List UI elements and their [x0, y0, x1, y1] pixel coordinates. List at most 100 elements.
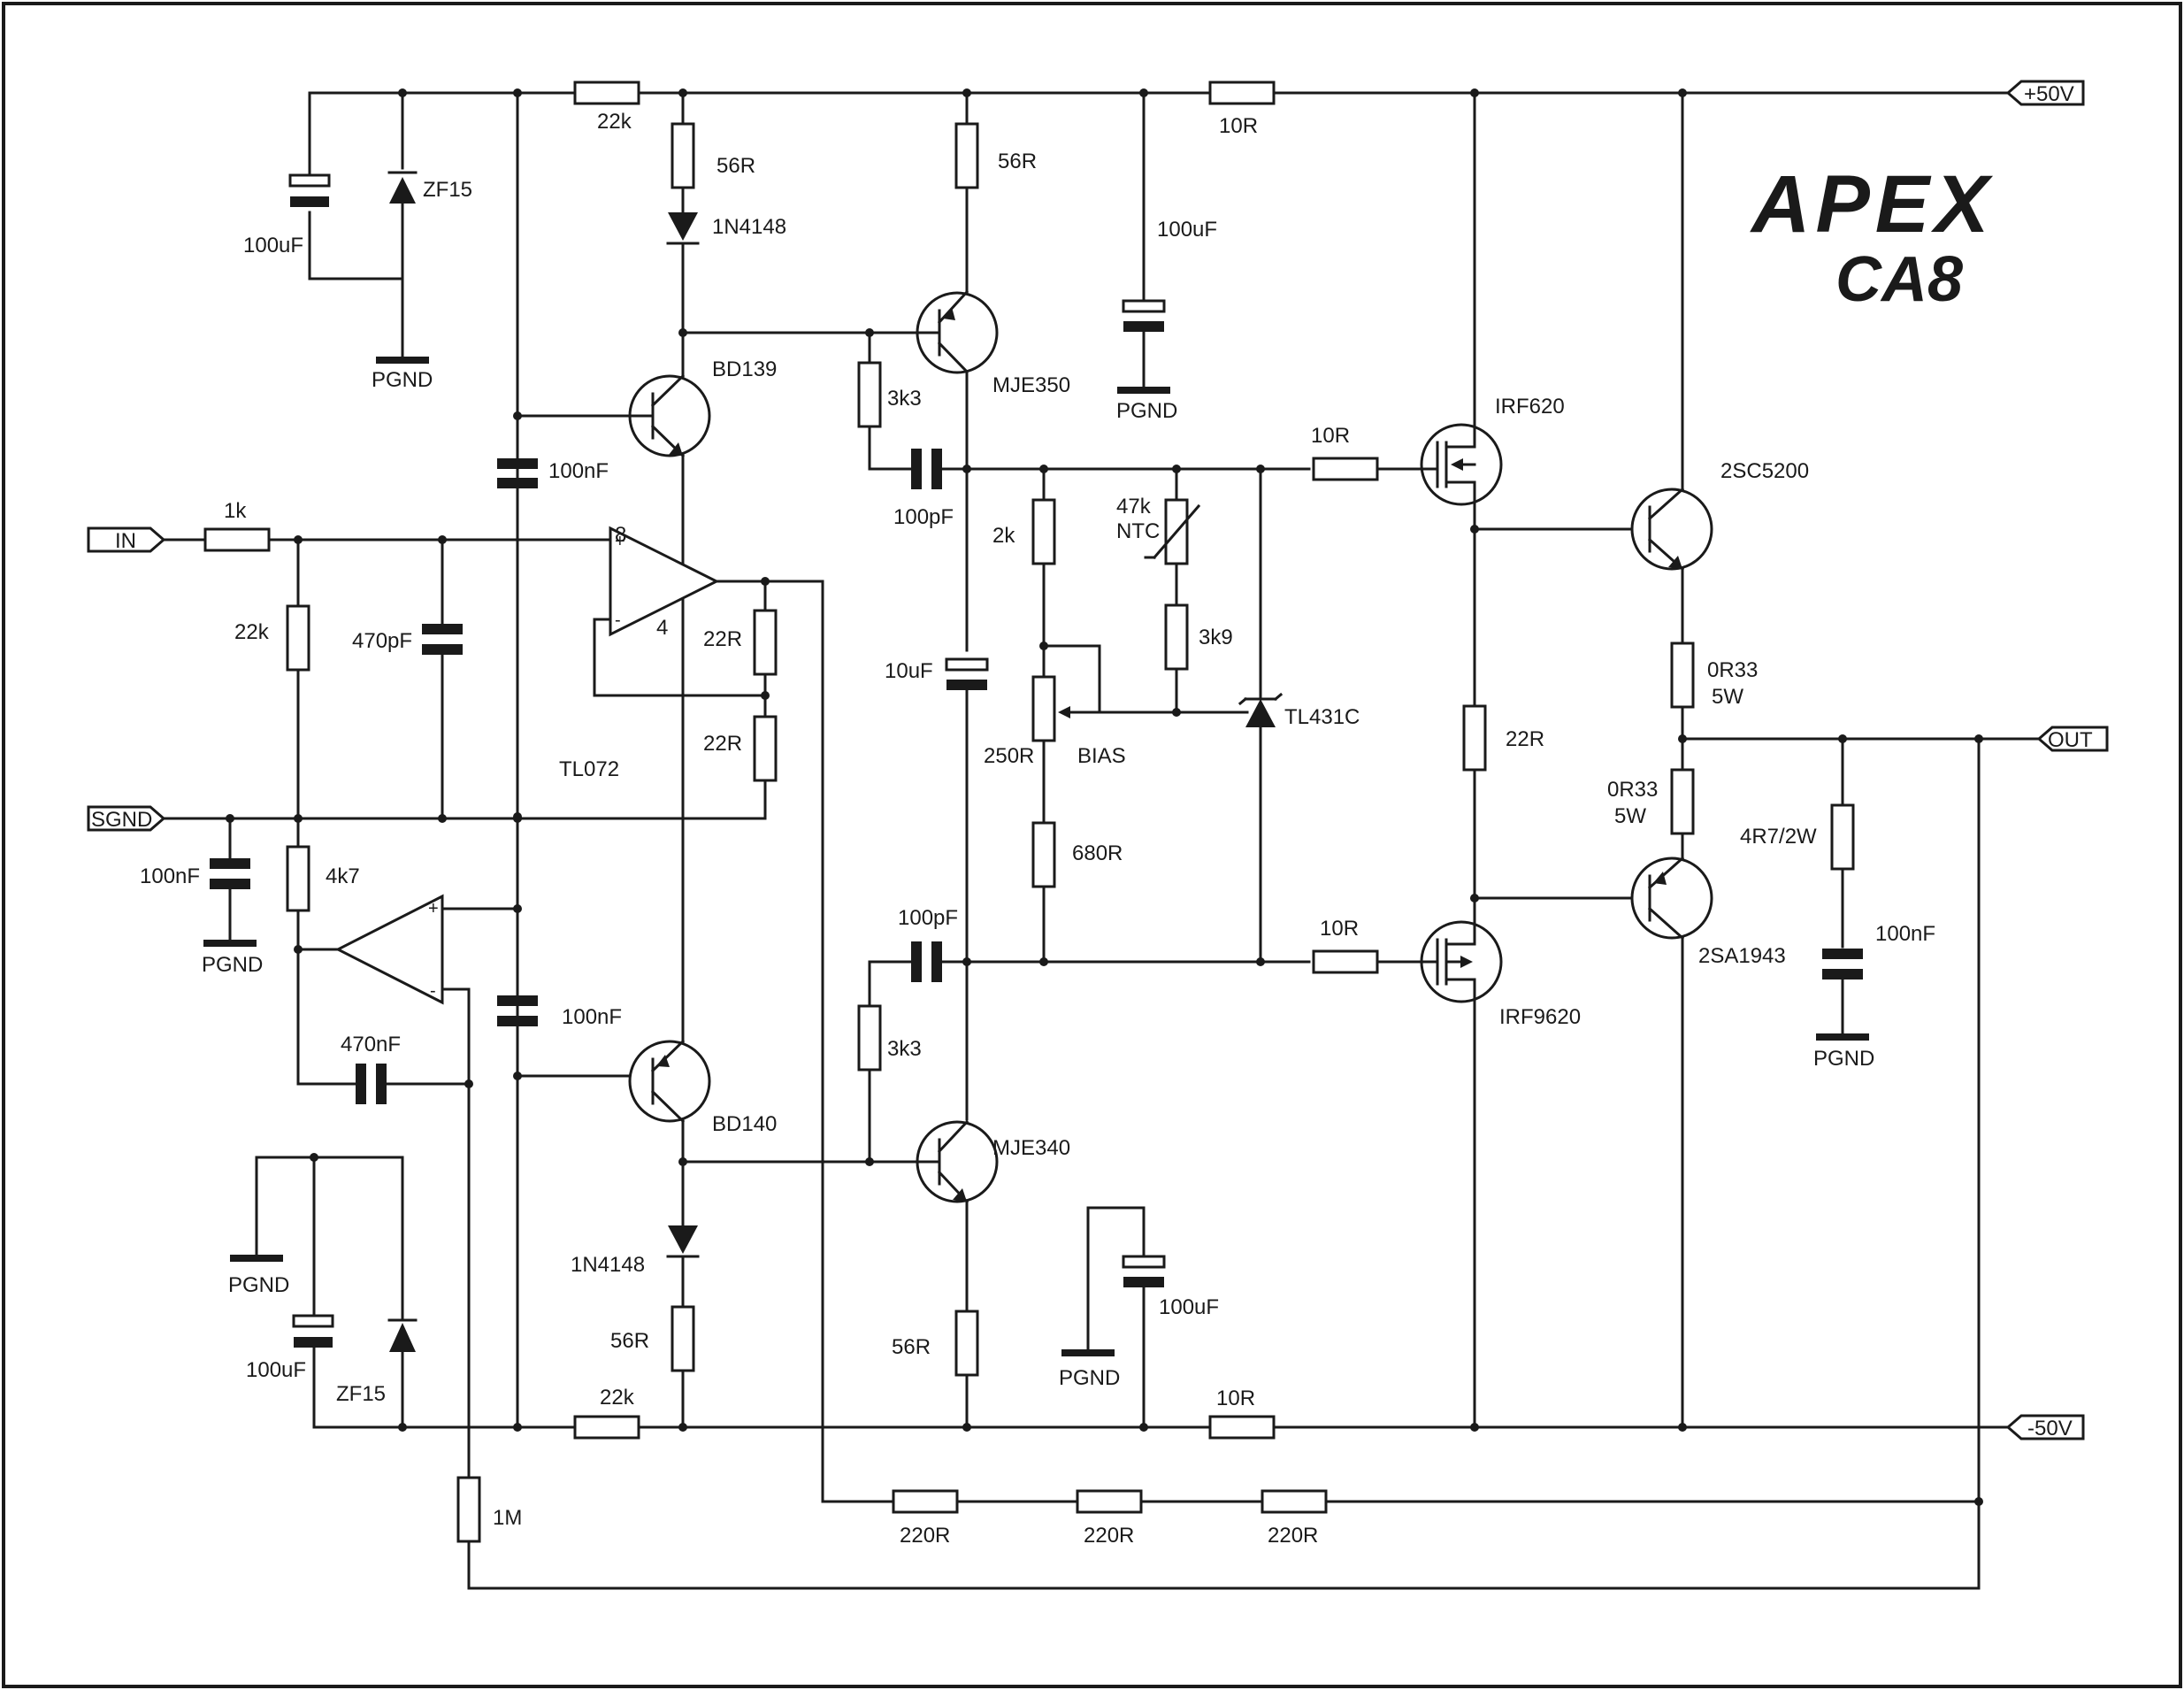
svg-text:SGND: SGND — [91, 808, 152, 832]
res-680r: 680R — [1031, 821, 1123, 888]
cap-100nf-sgnd: 100nF — [140, 858, 250, 889]
zener-zf15-top: ZF15 — [387, 171, 472, 204]
svg-text:PGND: PGND — [1813, 1047, 1874, 1071]
transistor-mje340: MJE340 — [916, 1119, 1070, 1204]
res-220r-3: 220R — [1261, 1489, 1328, 1548]
transistor-bd140: BD140 — [628, 1039, 777, 1136]
brand-model: CA8 — [1835, 244, 1963, 315]
svg-text:22k: 22k — [234, 620, 270, 644]
res-10r-top: 10R — [1208, 81, 1276, 138]
svg-text:4: 4 — [656, 616, 668, 640]
cap-10uf: 10uF — [885, 657, 989, 690]
res-0r33-bottom: 0R33 5W — [1607, 768, 1695, 835]
svg-text:100uF: 100uF — [1159, 1295, 1219, 1319]
mosfet-irf9620: IRF9620 — [1420, 918, 1581, 1029]
svg-text:-: - — [615, 611, 621, 630]
svg-text:MJE340: MJE340 — [992, 1136, 1070, 1160]
svg-text:1M: 1M — [493, 1506, 522, 1530]
svg-text:8: 8 — [615, 523, 626, 547]
res-56r-d: 56R — [610, 1305, 695, 1372]
res-22r-b: 22R — [703, 715, 778, 782]
svg-text:100uF: 100uF — [1157, 218, 1217, 242]
svg-text:22k: 22k — [597, 110, 632, 134]
svg-text:2SA1943: 2SA1943 — [1698, 944, 1786, 968]
cap-100uf-top: 100uF — [243, 173, 331, 257]
svg-text:PGND: PGND — [1116, 399, 1177, 423]
svg-text:56R: 56R — [892, 1335, 931, 1359]
port-in: IN — [87, 526, 166, 553]
res-56r-c: 56R — [892, 1310, 979, 1377]
svg-text:NTC: NTC — [1116, 519, 1160, 543]
svg-text:IRF9620: IRF9620 — [1499, 1005, 1581, 1029]
svg-text:2k: 2k — [992, 524, 1015, 548]
svg-text:22R: 22R — [1506, 727, 1544, 751]
svg-text:1N4148: 1N4148 — [712, 215, 786, 239]
svg-text:IRF620: IRF620 — [1495, 395, 1565, 419]
port-out: OUT — [2036, 726, 2109, 752]
svg-text:22k: 22k — [600, 1386, 635, 1410]
res-4r7-2w: 4R7/2W — [1740, 803, 1855, 871]
svg-text:47k: 47k — [1116, 495, 1152, 519]
svg-text:56R: 56R — [610, 1329, 649, 1353]
diode-1n4148-top: 1N4148 — [666, 212, 786, 245]
res-220r-1: 220R — [892, 1489, 959, 1548]
svg-text:MJE350: MJE350 — [992, 373, 1070, 397]
svg-text:470pF: 470pF — [352, 629, 412, 653]
svg-text:10R: 10R — [1219, 114, 1258, 138]
res-56r-b: 56R — [954, 122, 1037, 189]
svg-text:+: + — [428, 899, 439, 918]
res-220r-2: 220R — [1076, 1489, 1143, 1548]
svg-text:PGND: PGND — [1059, 1366, 1120, 1390]
res-22k-input: 22k — [234, 604, 310, 672]
opamp-tl072-b: + - — [334, 894, 444, 1005]
svg-text:2SC5200: 2SC5200 — [1720, 459, 1809, 483]
svg-text:470nF: 470nF — [341, 1033, 401, 1056]
svg-text:BD140: BD140 — [712, 1112, 777, 1136]
svg-text:100nF: 100nF — [1875, 922, 1935, 946]
cap-100uf-bottom: 100uF — [246, 1314, 334, 1382]
svg-text:56R: 56R — [998, 150, 1037, 173]
svg-text:220R: 220R — [900, 1524, 950, 1548]
res-22r-mosfet: 22R — [1462, 704, 1544, 772]
res-22r-a: 22R — [703, 609, 778, 676]
svg-text:OUT: OUT — [2048, 728, 2093, 752]
svg-text:1N4148: 1N4148 — [571, 1253, 645, 1277]
svg-text:PGND: PGND — [372, 368, 433, 392]
zener-zf15-bottom: ZF15 — [336, 1318, 418, 1406]
svg-text:100nF: 100nF — [140, 864, 200, 888]
res-10r-gate-bottom: 10R — [1312, 917, 1379, 974]
svg-text:PGND: PGND — [228, 1273, 289, 1297]
svg-text:ZF15: ZF15 — [336, 1382, 386, 1406]
res-22k-top: 22k — [573, 81, 640, 134]
res-1m: 1M — [456, 1476, 522, 1543]
res-1k: 1k — [203, 499, 271, 552]
svg-text:ZF15: ZF15 — [423, 178, 472, 202]
cap-100nf-upper: 100nF — [497, 458, 609, 488]
svg-text:3k9: 3k9 — [1199, 626, 1233, 649]
svg-text:250R: 250R — [984, 744, 1034, 768]
svg-text:22R: 22R — [703, 732, 742, 756]
res-56r-a: 56R — [671, 122, 755, 189]
svg-text:-50V: -50V — [2027, 1417, 2073, 1440]
svg-text:IN: IN — [115, 529, 136, 553]
brand-logo: APEX — [1750, 159, 1995, 250]
svg-text:100pF: 100pF — [893, 505, 954, 529]
res-3k3-bottom: 3k3 — [857, 1004, 922, 1072]
svg-text:100uF: 100uF — [243, 234, 303, 257]
res-3k3-top: 3k3 — [857, 361, 922, 428]
svg-text:100uF: 100uF — [246, 1358, 306, 1382]
svg-text:220R: 220R — [1084, 1524, 1134, 1548]
pgnd-top: PGND — [372, 277, 433, 392]
svg-text:10uF: 10uF — [885, 659, 933, 683]
opamp-tl072-a: + - 8 4 TL072 — [559, 523, 720, 781]
svg-text:-: - — [430, 981, 436, 1001]
transistor-bd139: BD139 — [516, 357, 777, 458]
res-4k7: 4k7 — [286, 845, 360, 912]
svg-text:0R33: 0R33 — [1707, 658, 1758, 682]
svg-text:BD139: BD139 — [712, 357, 777, 381]
svg-text:220R: 220R — [1268, 1524, 1318, 1548]
svg-text:56R: 56R — [717, 154, 755, 178]
svg-text:0R33: 0R33 — [1607, 778, 1658, 802]
